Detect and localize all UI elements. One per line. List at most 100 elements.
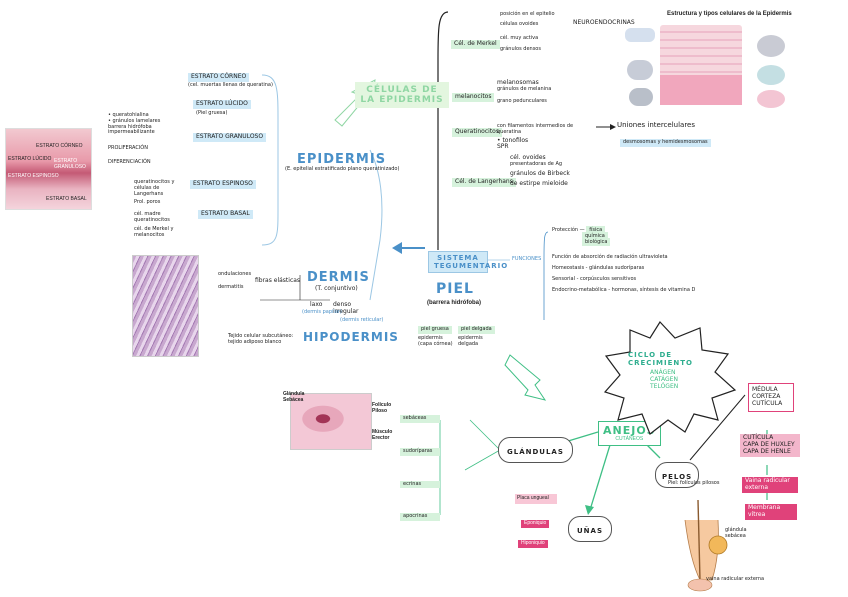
estrato-corneo: ESTRATO CÓRNEO: [188, 73, 250, 82]
una-note: Placa ungueal: [517, 495, 549, 501]
note: ecrinas: [400, 480, 440, 489]
glandulas-node: GLÁNDULAS: [498, 437, 573, 463]
anejos-title: ANEJOS: [603, 424, 656, 437]
note: sudoríparas: [400, 447, 440, 456]
epidermis-photo: ESTRATO CÓRNEO ESTRATO LÚCIDO ESTRATO GR…: [5, 128, 92, 210]
foliculo-label: Glándula Sebácea: [283, 391, 305, 403]
ciclo-item: TELÓGEN: [650, 382, 679, 390]
note: queratinocitos: [134, 216, 170, 223]
func-item: Homeostasis - glándulas sudoríparas: [552, 265, 645, 271]
vaina-layer: CAPA DE HENLE: [743, 447, 791, 455]
note: barrera hidrófoba impermeabilizante: [108, 123, 155, 136]
note: • gránulos lamelares: [108, 117, 161, 124]
vaina-layer: CAPA DE HUXLEY: [743, 440, 795, 448]
pelos-node: PELOS: [655, 462, 700, 488]
dermis-denso: denso irregular: [333, 301, 359, 315]
ciclo-item: ANÁGEN: [650, 369, 676, 376]
vaina-box: CUTÍCULA CAPA DE HUXLEY CAPA DE HENLE: [740, 434, 800, 457]
funciones-list: Protección — física química biológica Fu…: [552, 226, 737, 293]
piel-subtitle: (barrera hidrófoba): [427, 300, 482, 306]
note: cél. muy activa: [500, 34, 539, 41]
basal-notes: Prol. poros cél. madre queratinocitos cé…: [134, 199, 194, 239]
note: sebáceas: [400, 415, 440, 423]
vaina-externa: Vaina radicular externa: [742, 477, 798, 493]
epidermis-subtitle: (E. epitelial estratificado plano querat…: [285, 166, 400, 172]
unas-node: UÑAS: [568, 516, 613, 542]
piel-title: PIEL: [436, 281, 474, 297]
pelo-layer: CORTEZA: [752, 392, 781, 400]
pelos-label: PELOS: [662, 473, 693, 481]
melano-notes: melanosomas gránulos de melanina grano p…: [497, 79, 582, 104]
func-item: Endocrino-metabólica - hormonas, síntesi…: [552, 286, 696, 293]
una-note-3: Hiponiquio: [518, 540, 548, 548]
epidermis-title: EPIDERMIS: [297, 152, 387, 167]
note: apocrinas: [400, 513, 440, 521]
note: posición en el epitelio: [500, 11, 555, 17]
note: melanosomas: [497, 79, 539, 86]
dibujo-label: vaina radicular externa: [706, 576, 765, 582]
estrato-lucido: ESTRATO LÚCIDO: [193, 100, 251, 109]
langer-notes: cél. ovoides presentadoras de Ag gránulo…: [510, 154, 590, 187]
anejos-subtitle: CUTÁNEOS: [615, 436, 644, 442]
pelo-layer: MÉDULA: [752, 386, 778, 393]
espinoso-note: queratinocitos y células de Langerhans: [134, 179, 175, 197]
note: • tonofilos: [497, 136, 529, 144]
dermis-note: ondulaciones: [218, 271, 252, 277]
una-note-2: Eponiquio: [521, 520, 550, 528]
sistema-title: SISTEMA TEGUMENTARIO: [434, 254, 509, 271]
cell-merkel: Cél. de Merkel: [451, 40, 500, 49]
note: PROLIFERACIÓN: [108, 145, 148, 151]
funciones-label: FUNCIONES: [512, 256, 542, 262]
note: SPR: [497, 143, 509, 151]
note: cél. ovoides: [510, 154, 546, 161]
pelo-layers-box: MÉDULA CORTEZA CUTÍCULA: [748, 383, 794, 412]
uniones-label: Uniones intercelulares: [617, 121, 696, 129]
corneo-note: (cel. muertas llenas de queratina): [188, 82, 273, 88]
note: con filamentos intermedios de queratina: [497, 123, 574, 135]
celulas-title-text: CÉLULAS DE LA EPIDERMIS: [360, 85, 444, 105]
note: presentadoras de Ag: [510, 160, 563, 167]
func-item: química: [582, 231, 737, 240]
hipodermis-note: Tejido celular subcutáneo: tejido adipos…: [228, 333, 294, 345]
vaina-layer: CUTÍCULA: [743, 434, 774, 441]
membrana-vitrea: Membrana vítrea: [745, 504, 797, 520]
note: gránulos de Birbeck: [510, 169, 570, 177]
estrato-espinoso: ESTRATO ESPINOSO: [190, 180, 256, 189]
hipodermis-title: HIPODERMIS: [303, 330, 399, 344]
dermis-note: fibras elásticas: [255, 277, 301, 284]
piel-note: epidermis (capa córnea): [418, 335, 453, 347]
cell-queratinocitos: Queratinocitos: [452, 128, 502, 137]
dermis-title: DERMIS: [307, 270, 370, 285]
cell-langerhans: Cél. de Langerhans: [452, 178, 516, 187]
dermis-photo: [132, 255, 199, 357]
merkel-notes: posición en el epitelio células ovoides …: [500, 11, 600, 53]
photo-label: ESTRATO BASAL: [46, 196, 87, 202]
note: grano pedunculares: [497, 97, 547, 104]
piel-gruesa: piel gruesa: [418, 326, 452, 334]
unas-label: UÑAS: [577, 527, 604, 535]
una-pink-box: Placa ungueal: [515, 494, 557, 504]
foliculo-photo: [290, 393, 372, 450]
estrato-basal: ESTRATO BASAL: [198, 210, 253, 219]
note: • queratohialina: [108, 112, 149, 118]
note: cél. de Merkel y melanocitos: [134, 226, 174, 238]
func-item: Protección — física: [552, 226, 737, 234]
lucido-note: (Piel gruesa): [196, 110, 228, 116]
dermis-laxo: laxo: [310, 301, 323, 308]
foliculo-label: Folículo Piloso: [372, 402, 392, 414]
ciclo-title: CICLO DE CRECIMIENTO: [628, 351, 693, 368]
glandula-notes: sebáceas sudoríparas ecrinas apocrinas: [400, 415, 440, 521]
dibujo-label: glándula sebácea: [725, 527, 747, 539]
uniones-sub: desmosomas y hemidesmosomas: [620, 139, 711, 147]
glandulas-label: GLÁNDULAS: [507, 448, 564, 456]
func-item: biológica: [582, 237, 737, 246]
note: cél. madre: [134, 210, 161, 217]
querat-notes: con filamentos intermedios de queratina …: [497, 123, 587, 151]
estrato-granuloso: ESTRATO GRANULOSO: [193, 133, 267, 142]
foliculo-label: Músculo Erector: [372, 429, 393, 441]
photo-label: ESTRATO CÓRNEO: [36, 143, 83, 149]
note: Prol. poros: [134, 199, 161, 205]
piel-delgada: piel delgada: [458, 326, 495, 334]
func-item: Sensorial - corpúsculos sensitivos: [552, 275, 637, 282]
